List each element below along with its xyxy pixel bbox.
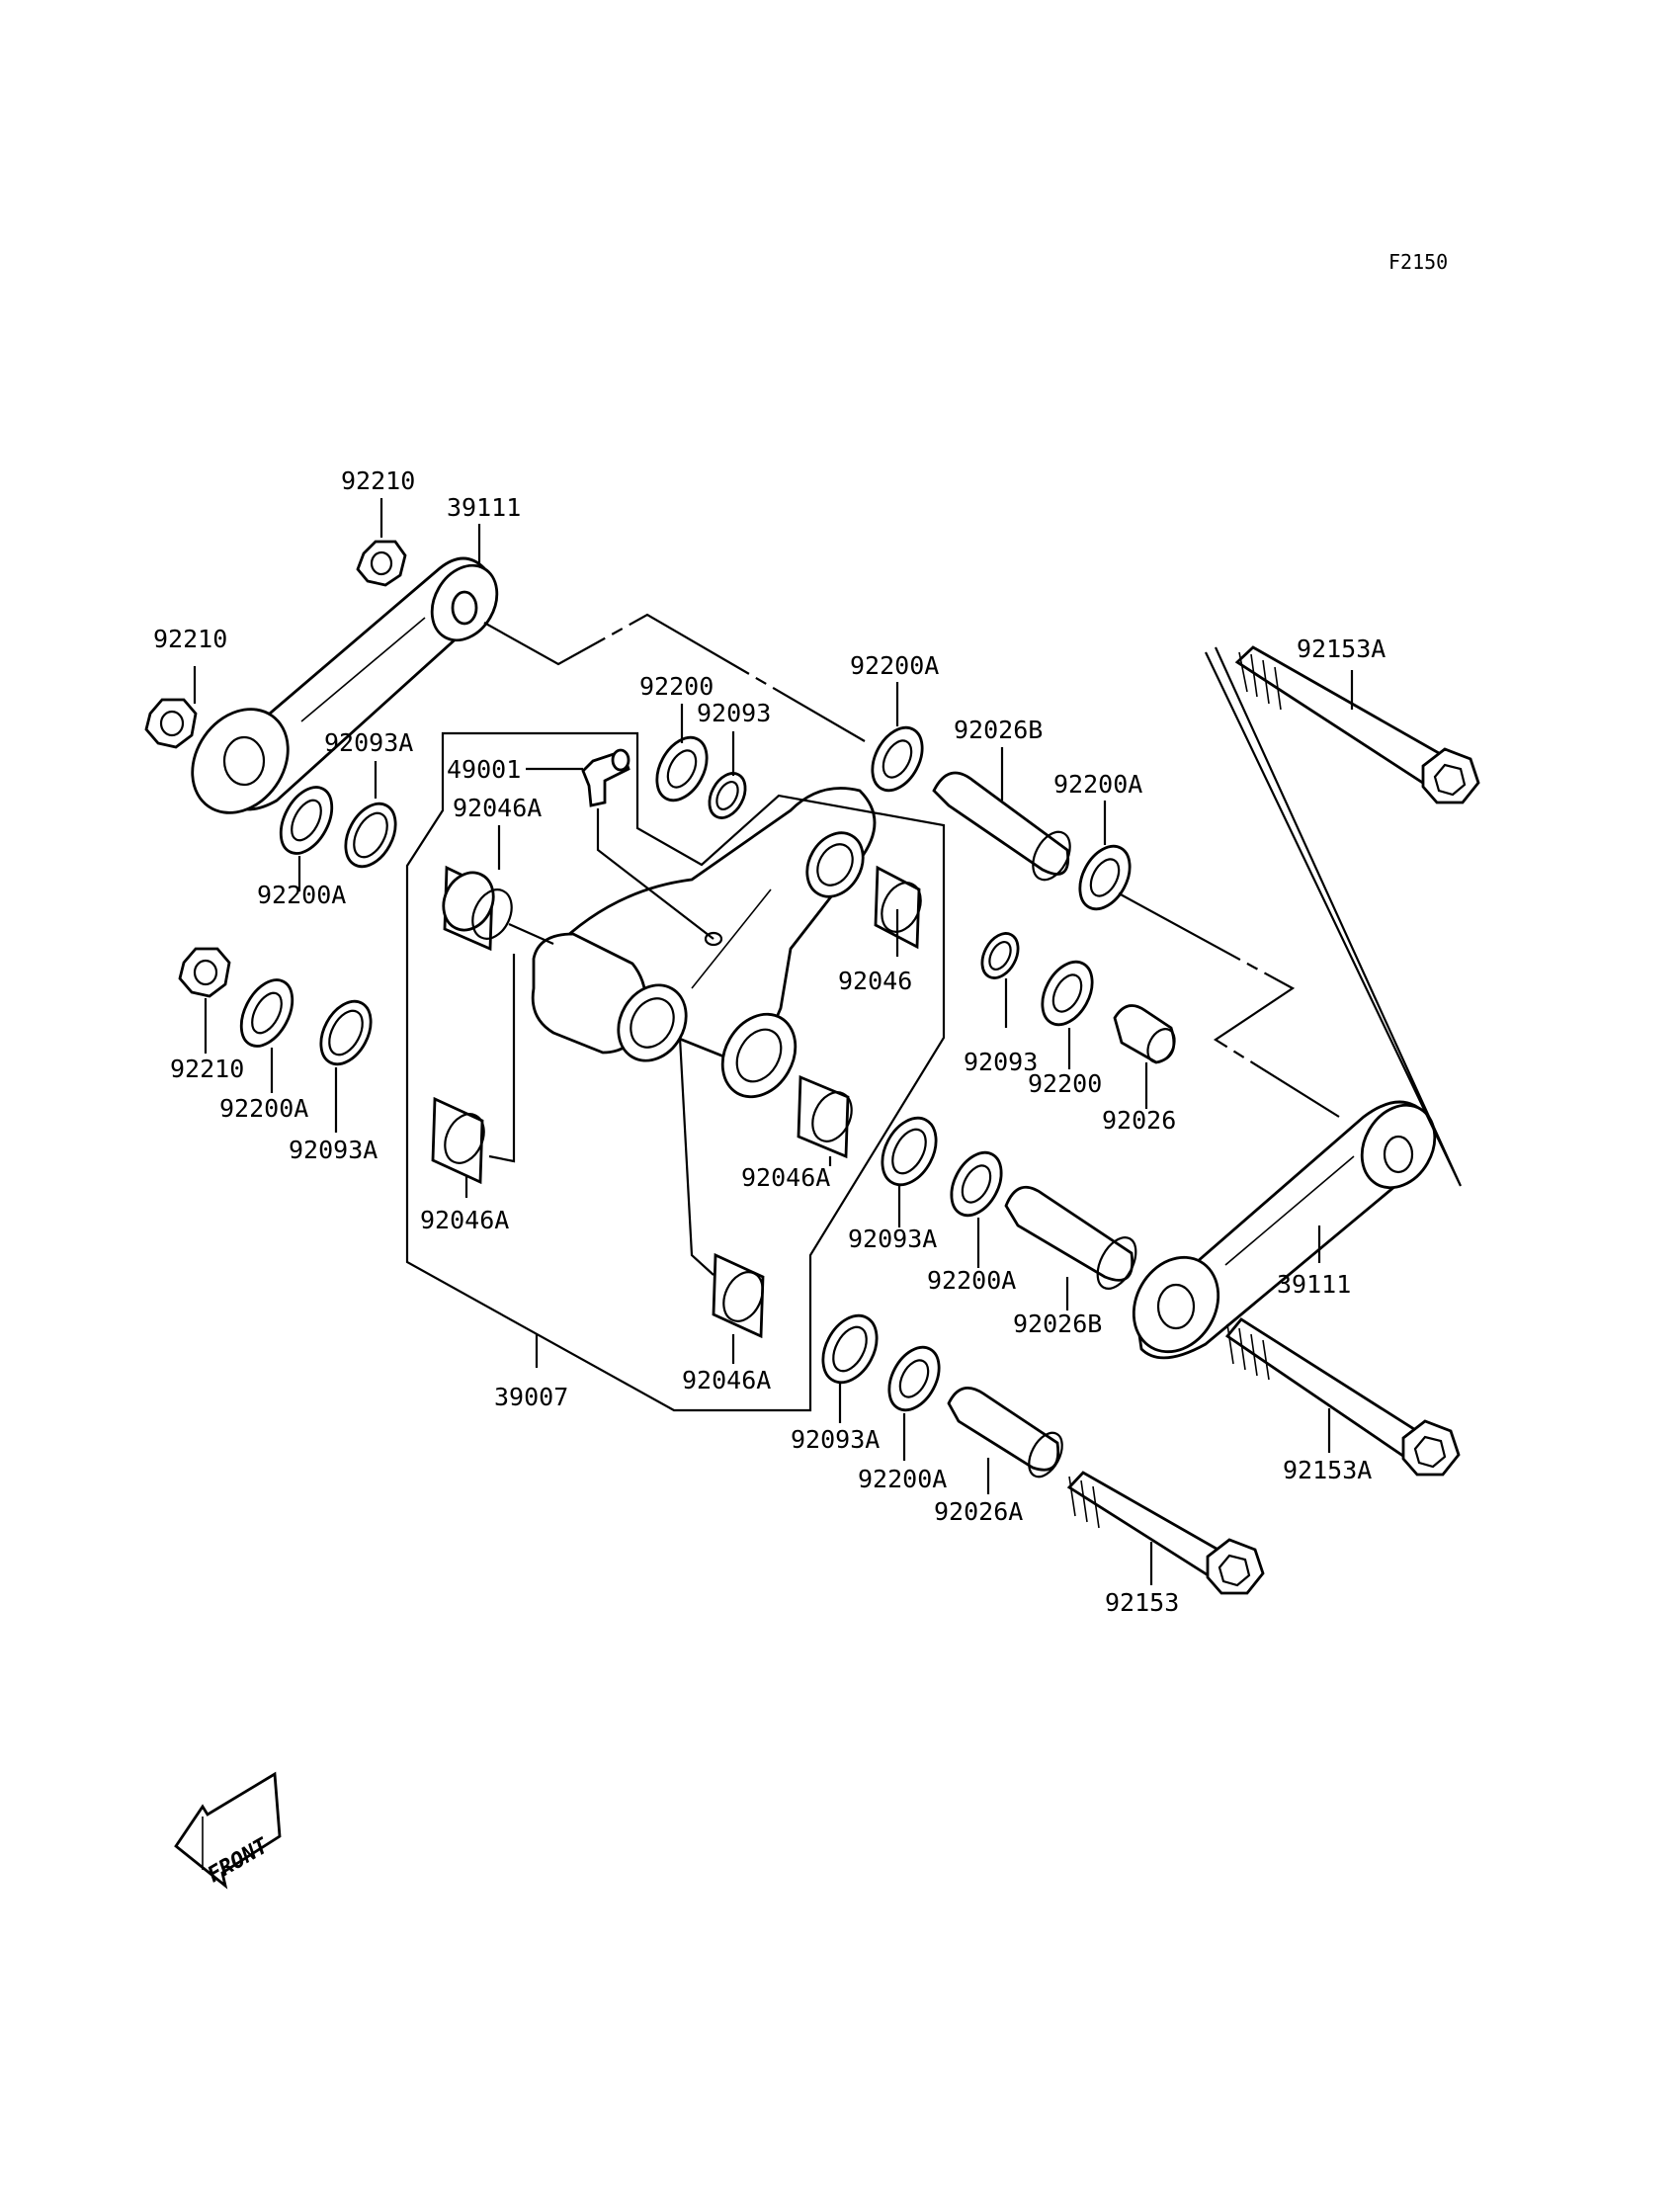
callout-92026B: 92026B xyxy=(954,716,1043,744)
callout-92200: 92200 xyxy=(1028,1069,1102,1098)
callout-92026B: 92026B xyxy=(1013,1310,1102,1338)
callouts: 92210 39111 92210 92093A 92200A 92200 92… xyxy=(153,466,1386,1617)
collar-92026A xyxy=(947,1386,1063,1479)
callout-92153A: 92153A xyxy=(1283,1456,1372,1484)
callout-92200A: 92200A xyxy=(219,1094,308,1123)
bearing-92046A-a xyxy=(442,865,513,952)
washer-92200A-mid xyxy=(1078,844,1132,911)
collar-92026B-top xyxy=(932,771,1071,882)
link-rod-lower xyxy=(1132,1100,1437,1360)
callout-92200A: 92200A xyxy=(257,881,346,909)
bolt-92153A-top xyxy=(1234,645,1480,804)
bolt-92153 xyxy=(1066,1471,1265,1595)
callout-92200: 92200 xyxy=(639,672,714,701)
callout-92153A: 92153A xyxy=(1297,634,1386,663)
callout-39007: 39007 xyxy=(494,1383,568,1411)
callout-92210: 92210 xyxy=(170,1055,244,1083)
callout-92046A: 92046A xyxy=(741,1163,830,1192)
nut-left xyxy=(144,698,198,749)
washer-92200-top xyxy=(655,735,709,803)
front-arrow: FRONT xyxy=(174,1771,282,1890)
callout-92200A: 92200A xyxy=(1053,770,1142,799)
callout-92026: 92026 xyxy=(1102,1106,1176,1135)
seal-92093A-bottom xyxy=(821,1313,879,1385)
callout-92093: 92093 xyxy=(697,699,771,727)
bearing-92046A-c xyxy=(431,1096,485,1185)
callout-92093A: 92093A xyxy=(848,1225,937,1253)
nut-low xyxy=(178,947,231,998)
bearing-92046 xyxy=(874,865,922,950)
collar-92026B-right xyxy=(1004,1185,1137,1290)
callout-92046A: 92046A xyxy=(420,1206,509,1234)
seal-92093A-right xyxy=(881,1116,938,1187)
callout-92093A: 92093A xyxy=(791,1425,880,1454)
seal-92093A-low xyxy=(319,999,373,1066)
seal-92093A-left xyxy=(344,802,397,869)
callout-49001: 49001 xyxy=(447,755,521,784)
callout-92210: 92210 xyxy=(341,466,415,495)
washer-92200A-right xyxy=(950,1150,1003,1218)
callout-92046: 92046 xyxy=(838,967,912,995)
washer-92200A-low xyxy=(239,978,294,1048)
washer-92200A-left xyxy=(279,786,334,855)
rocker-arm xyxy=(531,787,877,1099)
nut-top xyxy=(356,540,407,587)
callout-92093A: 92093A xyxy=(324,728,413,757)
callout-92153: 92153 xyxy=(1105,1588,1179,1617)
callout-92200A: 92200A xyxy=(850,651,939,680)
washer-92200A-top-right xyxy=(871,725,924,793)
callout-92200A: 92200A xyxy=(927,1266,1016,1295)
callout-92210: 92210 xyxy=(153,625,227,653)
seal-92093-right xyxy=(980,932,1020,979)
figure-code: F2150 xyxy=(1388,250,1448,274)
bearing-92046A-b xyxy=(797,1074,853,1159)
bearing-92046A-d xyxy=(712,1252,765,1339)
seal-92093-top xyxy=(708,772,747,819)
bolt-92153A-right xyxy=(1224,1317,1461,1477)
washer-92200-right xyxy=(1041,960,1094,1027)
washer-92200A-bottom xyxy=(887,1345,941,1412)
grease-nipple xyxy=(581,748,630,807)
callout-92026A: 92026A xyxy=(934,1497,1023,1526)
leader-lines xyxy=(193,498,1463,1585)
collar-92026 xyxy=(1113,1004,1176,1064)
callout-39111: 39111 xyxy=(1277,1270,1351,1299)
callout-92200A: 92200A xyxy=(858,1465,947,1493)
link-rod-upper xyxy=(191,556,499,814)
callout-39111: 39111 xyxy=(447,493,521,522)
callout-92046A: 92046A xyxy=(682,1366,771,1394)
callout-92046A: 92046A xyxy=(453,794,542,822)
callout-92093: 92093 xyxy=(964,1048,1038,1076)
callout-92093A: 92093A xyxy=(289,1136,378,1164)
